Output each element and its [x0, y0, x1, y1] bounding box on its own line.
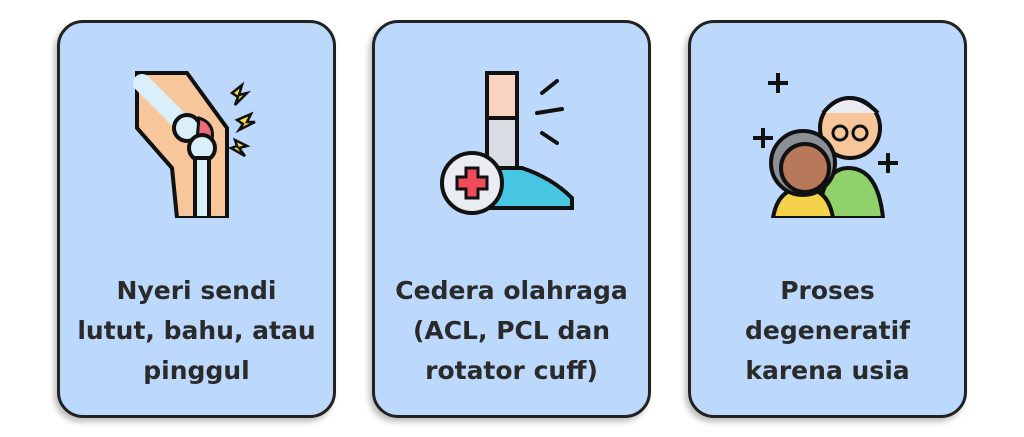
knee-pain-icon	[132, 71, 256, 218]
sports-injury-icon	[439, 71, 574, 215]
label-line: degeneratif	[744, 316, 911, 345]
label-line: rotator cuff)	[425, 356, 598, 385]
label-line: pinggul	[143, 356, 250, 385]
card-aging: Proses degeneratif karena usia	[688, 20, 967, 418]
label-line: lutut, bahu, atau	[77, 316, 316, 345]
elderly-couple-icon	[752, 73, 898, 218]
label-line: (ACL, PCL dan	[412, 316, 611, 345]
label-line: karena usia	[745, 356, 910, 385]
card-label: Nyeri sendi lutut, bahu, atau pinggul	[70, 271, 323, 391]
card-joint-pain: Nyeri sendi lutut, bahu, atau pinggul	[57, 20, 336, 418]
card-label: Proses degeneratif karena usia	[701, 271, 954, 391]
label-line: Nyeri sendi	[116, 276, 277, 305]
label-line: Proses	[780, 276, 875, 305]
card-label: Cedera olahraga (ACL, PCL dan rotator cu…	[385, 271, 638, 391]
card-sports-injury: Cedera olahraga (ACL, PCL dan rotator cu…	[372, 20, 651, 418]
label-line: Cedera olahraga	[395, 276, 628, 305]
